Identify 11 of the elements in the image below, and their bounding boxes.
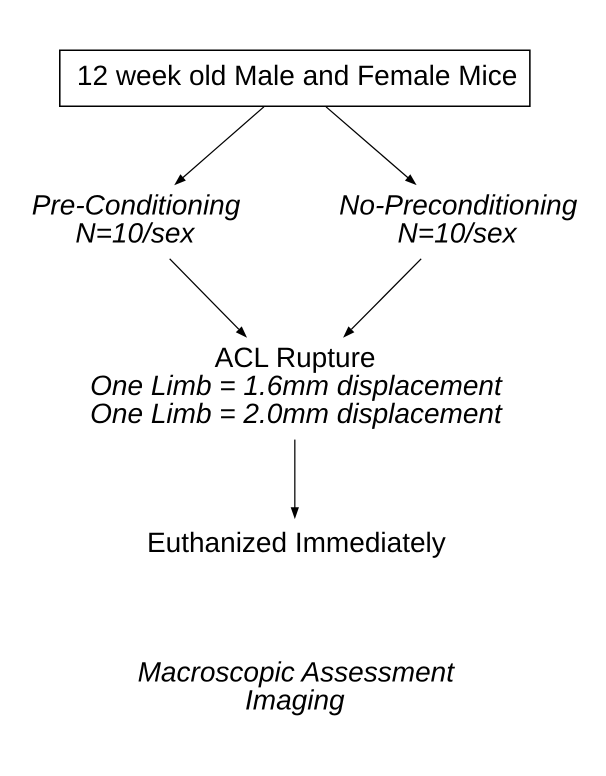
label: Macroscopic Assessment bbox=[138, 656, 454, 688]
arrow bbox=[169, 258, 248, 338]
node-text: Euthanized Immediately bbox=[146, 527, 446, 558]
node-box: 12 week old Male and Female Mice bbox=[59, 49, 531, 108]
node-text: Pre-Conditioning N=10/sex bbox=[32, 189, 240, 248]
arrow bbox=[343, 258, 422, 338]
node-text: ACL Rupture One Limb = 1.6mm displacement One Limb = 2.0mm displacement bbox=[90, 342, 502, 429]
arrow bbox=[290, 440, 299, 520]
node-text: No-Preconditioning N=10/sex bbox=[339, 189, 578, 248]
arrow bbox=[326, 106, 417, 186]
arrow bbox=[174, 106, 264, 186]
